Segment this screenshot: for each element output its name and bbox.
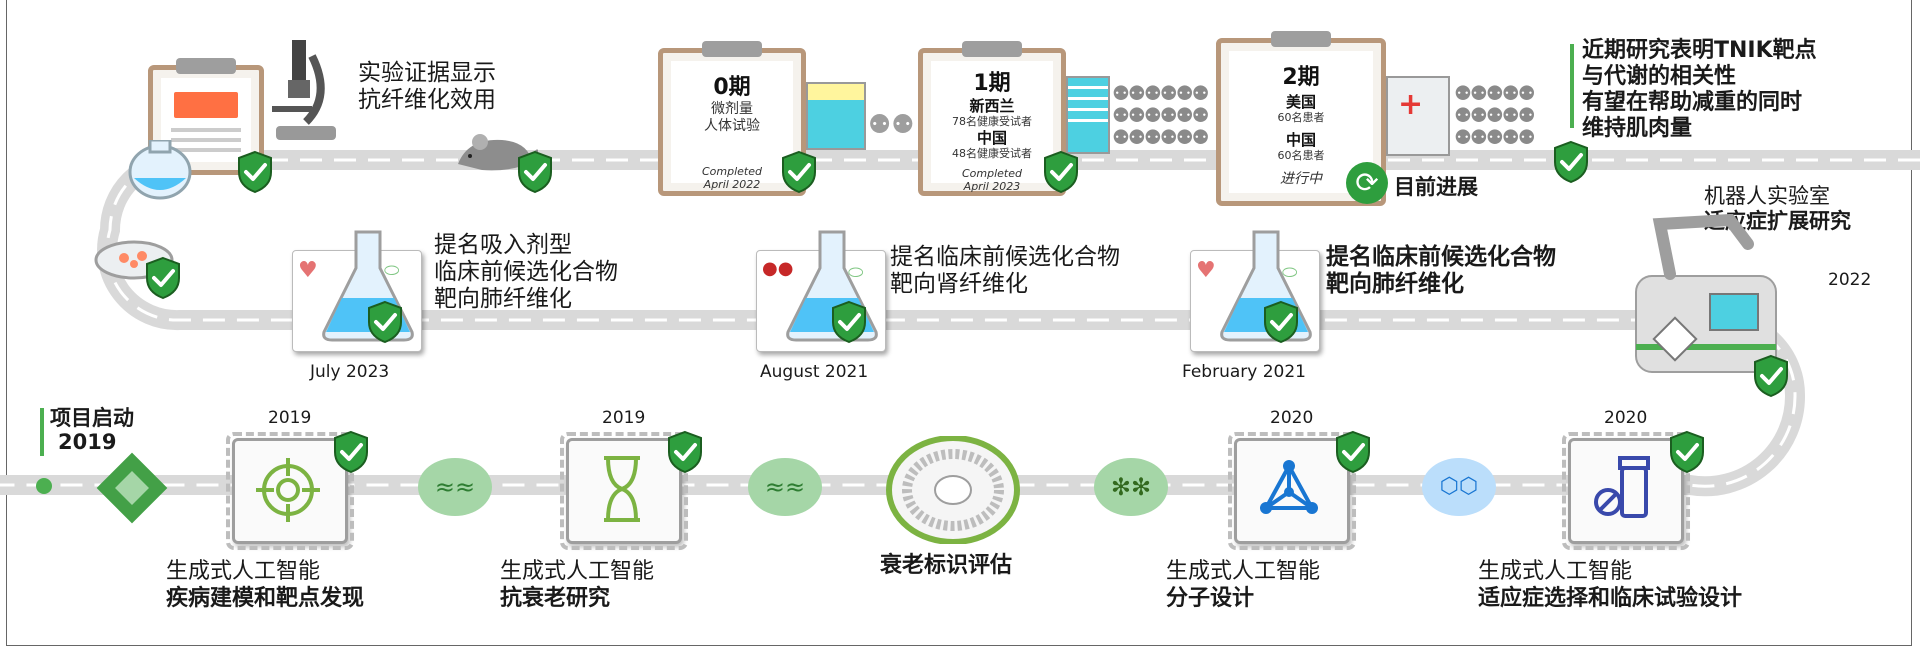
robot-arm-icon xyxy=(1635,214,1777,373)
project-start-label: 项目启动 xyxy=(50,406,134,430)
chip-molecule-text: 生成式人工智能分子设计 xyxy=(1166,559,1321,611)
chip-trial-year: 2020 xyxy=(1604,408,1648,428)
dna-icon: ≈≈ xyxy=(748,458,822,516)
check-shield-icon xyxy=(366,300,404,344)
check-shield-icon xyxy=(332,430,370,474)
lungs-icon: ♥ xyxy=(298,258,318,283)
aging-markers-label: 衰老标识评估 xyxy=(880,553,1013,578)
building-icon xyxy=(1066,76,1110,154)
candidate-aug2021-date: August 2021 xyxy=(760,362,869,382)
phase0-title: 0期 xyxy=(713,75,751,100)
phase2-status: 进行中 xyxy=(1280,171,1322,187)
phase2-us-count: 60名患者 xyxy=(1277,111,1325,124)
dna-icon: ≈≈ xyxy=(418,458,492,516)
check-shield-icon xyxy=(1262,300,1300,344)
phase2-us: 美国 xyxy=(1285,93,1316,111)
phase0-line: 人体试验 xyxy=(704,118,760,134)
hourglass-icon xyxy=(604,456,640,522)
chip-target xyxy=(226,432,354,550)
chip-target-year: 2019 xyxy=(268,408,312,428)
candidate-jul2023-date: July 2023 xyxy=(310,362,390,382)
check-shield-icon xyxy=(144,256,182,300)
project-start: 项目启动 2019 xyxy=(50,406,134,454)
crowd-icon: ⚉⚉⚉⚉⚉⚉⚉⚉⚉⚉⚉⚉⚉⚉⚉ xyxy=(1454,81,1536,149)
accent-bar xyxy=(40,408,44,456)
kidneys-icon: ●● xyxy=(762,258,794,279)
phase2-cn: 中国 xyxy=(1285,131,1316,149)
compound-structure-icon: ⬡⬡ xyxy=(1422,458,1496,516)
candidate-feb2021-date: February 2021 xyxy=(1182,362,1306,382)
phase2-clipboard: 2期 美国 60名患者 中国 60名患者 进行中 xyxy=(1216,31,1386,206)
molecule-icon xyxy=(1260,460,1318,514)
robot-lab-text: 机器人实验室适应症扩展研究 xyxy=(1704,184,1851,233)
flask-dish-icon xyxy=(128,140,192,200)
chip-trial xyxy=(1562,432,1690,550)
phase0-date: April 2022 xyxy=(703,178,761,191)
phase0-clipboard: 0期 微剂量 人体试验 Completed April 2022 xyxy=(658,41,806,196)
robot-lab-year: 2022 xyxy=(1828,270,1872,290)
frame-border xyxy=(6,0,1912,646)
phase1-date: April 2023 xyxy=(963,180,1021,193)
tnik-research-text: 近期研究表明TNIK靶点与代谢的相关性有望在帮助减重的同时维持肌肉量 xyxy=(1582,38,1817,141)
phase2-title: 2期 xyxy=(1282,65,1320,90)
check-shield-icon xyxy=(666,430,704,474)
refresh-icon: ⟳ xyxy=(1346,162,1388,204)
check-shield-icon xyxy=(236,150,274,194)
chip-trial-text: 生成式人工智能适应症选择和临床试验设计 xyxy=(1478,559,1743,611)
check-shield-icon xyxy=(1552,140,1590,184)
phase2-cn-count: 60名患者 xyxy=(1277,149,1325,162)
pill-icon: ⬭ xyxy=(1282,262,1298,283)
clinic-icon: + xyxy=(1386,76,1450,156)
check-shield-icon xyxy=(830,300,868,344)
circuit-diamond-icon xyxy=(96,452,168,524)
pill-bottle-icon xyxy=(1594,456,1650,518)
people-icon: ⚉⚉ xyxy=(868,110,915,140)
chip-molecule-year: 2020 xyxy=(1270,408,1314,428)
candidate-jul2023-text: 提名吸入剂型临床前候选化合物靶向肺纤维化 xyxy=(434,232,618,312)
pill-icon: ⬭ xyxy=(848,262,864,283)
phase1-nz-count: 78名健康受试者 xyxy=(952,115,1032,128)
crowd-icon: ⚉⚉⚉⚉⚉⚉⚉⚉⚉⚉⚉⚉⚉⚉⚉⚉⚉⚉ xyxy=(1112,81,1210,149)
microscope-icon xyxy=(272,40,336,140)
phase0-completed: Completed xyxy=(702,165,762,178)
chip-aging-year: 2019 xyxy=(602,408,646,428)
lungs-icon: ♥ xyxy=(1196,258,1216,283)
inhaler-icon: ⬭ xyxy=(384,260,400,281)
check-shield-icon xyxy=(1668,430,1706,474)
check-shield-icon xyxy=(1752,354,1790,398)
candidate-feb2021-text: 提名临床前候选化合物靶向肺纤维化 xyxy=(1326,244,1556,297)
candidate-aug2021-text: 提名临床前候选化合物靶向肾纤维化 xyxy=(890,244,1120,297)
aging-markers-wheel-icon xyxy=(886,436,1020,544)
check-shield-icon xyxy=(516,150,554,194)
cells-icon: ✻✻ xyxy=(1094,458,1168,516)
phase1-title: 1期 xyxy=(973,71,1011,96)
check-shield-icon xyxy=(780,150,818,194)
current-progress-label: 目前进展 xyxy=(1394,175,1478,199)
phase1-completed: Completed xyxy=(962,167,1022,180)
phase1-nz: 新西兰 xyxy=(969,97,1015,115)
target-icon xyxy=(256,458,320,522)
chip-target-text: 生成式人工智能疾病建模和靶点发现 xyxy=(166,559,365,611)
phase1-cn: 中国 xyxy=(976,129,1007,147)
check-shield-icon xyxy=(1042,150,1080,194)
experiment-evidence-text: 实验证据显示抗纤维化效用 xyxy=(358,60,496,113)
check-shield-icon xyxy=(1334,430,1372,474)
chip-aging-text: 生成式人工智能抗衰老研究 xyxy=(500,559,655,611)
mouse-icon xyxy=(458,134,538,171)
start-dot xyxy=(36,478,52,494)
phase1-cn-count: 48名健康受试者 xyxy=(952,147,1032,160)
phase1-clipboard: 1期 新西兰 78名健康受试者 中国 48名健康受试者 Completed Ap… xyxy=(918,41,1066,196)
accent-bar xyxy=(1570,44,1574,128)
phase0-line: 微剂量 xyxy=(711,101,753,117)
project-start-year: 2019 xyxy=(58,430,117,454)
chip-aging xyxy=(560,432,688,550)
hospital-building-icon xyxy=(806,82,866,150)
